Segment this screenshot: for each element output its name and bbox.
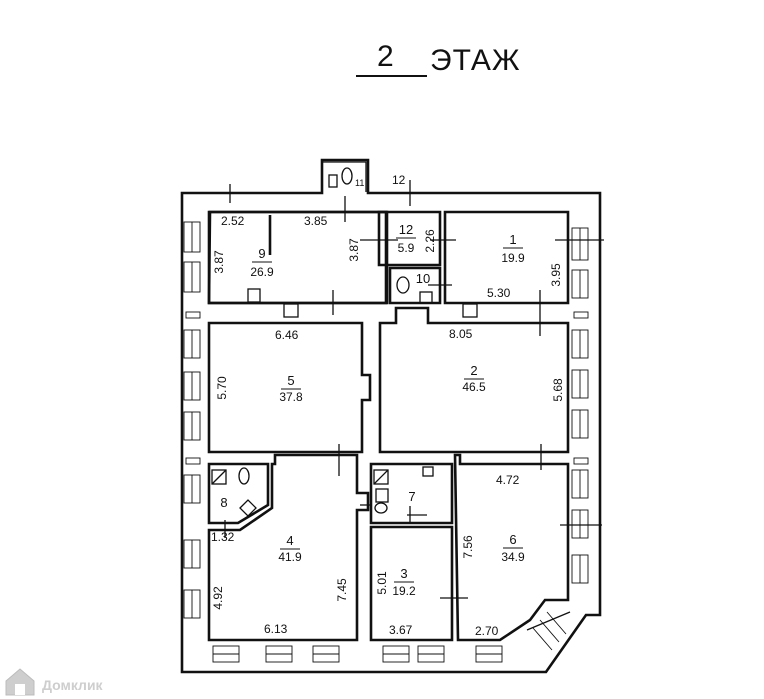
- room-12: 12 5.9: [396, 222, 416, 255]
- dim-label: 7.45: [335, 578, 349, 602]
- room-area: 19.9: [501, 251, 525, 265]
- room-area: 34.9: [501, 550, 525, 564]
- room-8-number: 8: [220, 495, 227, 510]
- dim-label: 1.32: [211, 530, 235, 544]
- house-icon: [5, 668, 35, 696]
- corridor-mark: 12: [392, 173, 406, 187]
- dim-label: 7.56: [461, 535, 475, 559]
- dim-label: 3.85: [304, 214, 328, 228]
- room-number: 1: [509, 232, 516, 247]
- room-number: 3: [400, 566, 407, 581]
- room-number: 4: [286, 533, 293, 548]
- watermark: Домклик: [5, 668, 104, 696]
- dim-label: 3.87: [347, 238, 361, 262]
- dim-label: 5.70: [215, 376, 229, 400]
- room-10-number: 10: [416, 271, 430, 286]
- room-number: 9: [258, 246, 265, 261]
- dim-label: 5.30: [487, 286, 511, 300]
- dim-label: 4.92: [211, 586, 225, 610]
- dim-label: 4.72: [496, 473, 520, 487]
- room-5: 5 37.8: [279, 373, 303, 404]
- floor-number: 2: [377, 40, 395, 73]
- room-2: 2 46.5: [462, 363, 486, 394]
- room-6: 6 34.9: [501, 532, 525, 564]
- dim-label: 5.68: [551, 378, 565, 402]
- room-number: 6: [509, 532, 516, 547]
- dim-label: 2.26: [423, 229, 437, 253]
- room-number: 5: [287, 373, 294, 388]
- dim-label: 3.87: [212, 250, 226, 274]
- room-walls: [207, 210, 570, 642]
- room-area: 41.9: [278, 550, 302, 564]
- building-outline: [180, 158, 602, 674]
- room-area: 5.9: [398, 241, 415, 255]
- dimensions: 12 2.52 3.85 3.87 3.87 2.26 3.95 5.30 6.…: [211, 173, 565, 638]
- windows: [183, 221, 589, 663]
- room-area: 37.8: [279, 390, 303, 404]
- floor-title: 2 ЭТАЖ: [356, 40, 521, 77]
- room-labels: 9 26.9 12 5.9 1 19.9 10 11 5 37.8 2: [220, 178, 525, 598]
- room-number: 2: [470, 363, 477, 378]
- dim-label: 5.01: [375, 571, 389, 595]
- room-area: 19.2: [392, 584, 416, 598]
- dim-label: 2.70: [475, 624, 499, 638]
- watermark-text: Домклик: [42, 677, 104, 693]
- door-marks: [224, 180, 604, 599]
- room-7-number: 7: [408, 489, 415, 504]
- room-11-number: 11: [355, 178, 364, 188]
- dim-label: 6.13: [264, 622, 288, 636]
- room-area: 46.5: [462, 380, 486, 394]
- fixtures: [211, 167, 434, 517]
- dim-label: 6.46: [275, 328, 299, 342]
- dim-label: 3.95: [549, 263, 563, 287]
- room-number: 12: [399, 222, 413, 237]
- room-4: 4 41.9: [278, 533, 302, 564]
- room-9: 9 26.9: [250, 246, 274, 279]
- room-3: 3 19.2: [392, 566, 416, 598]
- dim-label: 3.67: [389, 623, 413, 637]
- room-area: 26.9: [250, 265, 274, 279]
- floor-word: ЭТАЖ: [430, 44, 521, 77]
- dim-label: 8.05: [449, 327, 473, 341]
- dim-label: 2.52: [221, 214, 245, 228]
- room-1: 1 19.9: [501, 232, 525, 265]
